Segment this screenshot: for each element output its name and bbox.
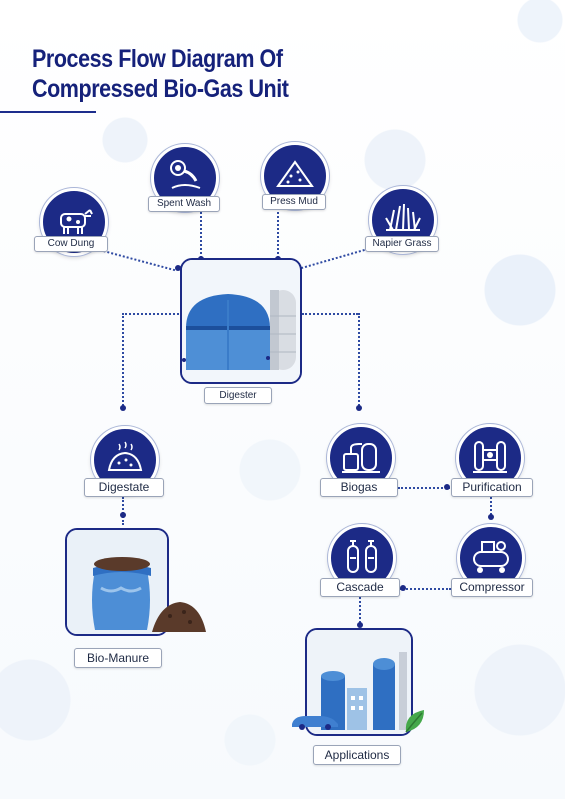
bio-manure-label: Bio-Manure	[74, 648, 162, 668]
digester-illustration	[182, 260, 300, 382]
grass-icon	[385, 203, 421, 231]
connector-dot	[120, 405, 126, 411]
connector-dot	[356, 405, 362, 411]
connector-dot	[444, 484, 450, 490]
connector-left-down	[122, 313, 124, 409]
page-title: Process Flow Diagram Of Compressed Bio-G…	[32, 45, 289, 103]
gas-cylinders-icon	[347, 540, 377, 573]
connector-compressor-cascade	[399, 588, 451, 590]
connector-cowdung-digester	[95, 248, 176, 272]
connector-dot	[120, 512, 126, 518]
compressor-label: Compressor	[451, 578, 533, 597]
connector-cascade-applications	[359, 597, 361, 627]
purification-label: Purification	[451, 478, 533, 497]
connector-spentwash-digester	[200, 212, 202, 258]
connector-digester-left	[122, 313, 182, 315]
biogas-label: Biogas	[320, 478, 398, 497]
connector-dot	[400, 585, 406, 591]
purification-columns-icon	[473, 441, 507, 473]
connector-dot	[488, 514, 494, 520]
cow-dung-label: Cow Dung	[34, 236, 108, 252]
compost-pile-icon	[107, 441, 143, 471]
napier-grass-label: Napier Grass	[365, 236, 439, 252]
title-underline	[0, 111, 96, 113]
waste-pipe-icon	[170, 160, 201, 189]
digester-card	[180, 258, 302, 384]
connector-digestate-manure	[122, 497, 124, 525]
press-mud-label: Press Mud	[262, 194, 326, 210]
car-icon	[292, 716, 338, 730]
connector-biogas-purification	[398, 487, 450, 489]
connector-napiergrass-digester	[298, 248, 368, 270]
cascade-label: Cascade	[320, 578, 400, 597]
connector-pressmud-digester	[277, 208, 279, 258]
manure-pile-icon	[152, 602, 206, 632]
connector-dot	[357, 622, 363, 628]
connector-purification-compressor	[490, 497, 492, 519]
compressor-icon	[473, 541, 509, 573]
applications-label: Applications	[313, 745, 401, 765]
cow-icon	[60, 209, 93, 234]
digester-label: Digester	[204, 387, 272, 404]
mud-pile-icon	[276, 160, 314, 187]
bio-manure-card	[65, 528, 169, 636]
spent-wash-label: Spent Wash	[148, 196, 220, 212]
digestate-label: Digestate	[84, 478, 164, 497]
bio-manure-illustration	[67, 530, 167, 634]
connector-right-down	[358, 313, 360, 409]
connector-digester-right	[302, 313, 358, 315]
biogas-tanks-icon	[342, 443, 380, 473]
connector-dot	[175, 265, 181, 271]
leaf-icon	[405, 710, 424, 733]
